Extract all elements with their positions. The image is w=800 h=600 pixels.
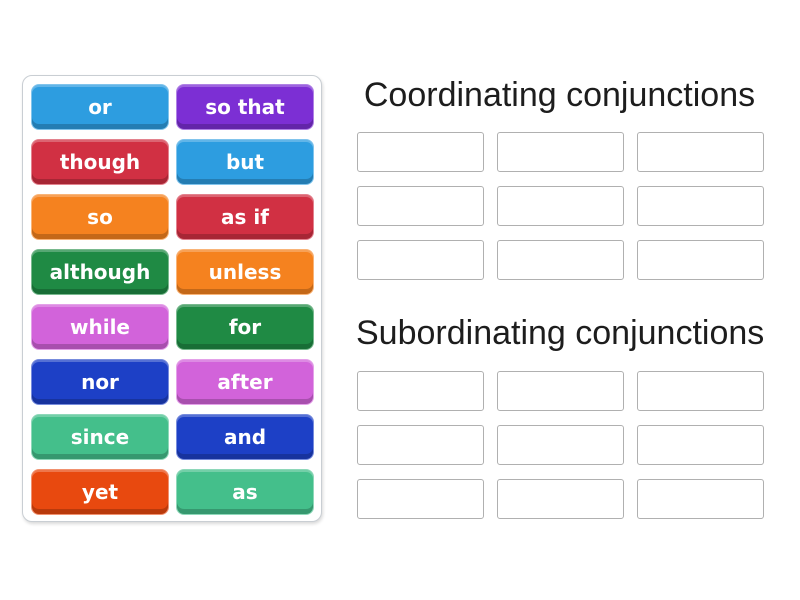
drop-slot[interactable]: [497, 132, 624, 172]
drop-slot[interactable]: [637, 425, 764, 465]
drop-slot[interactable]: [357, 132, 484, 172]
drop-slot[interactable]: [497, 371, 624, 411]
drop-zone-subordinating: [357, 371, 764, 519]
word-tile[interactable]: as: [176, 469, 314, 515]
group-title-subordinating: Subordinating conjunctions: [356, 314, 765, 352]
word-tile[interactable]: so: [31, 194, 169, 240]
word-tile[interactable]: or: [31, 84, 169, 130]
word-tile[interactable]: while: [31, 304, 169, 350]
drop-slot[interactable]: [357, 186, 484, 226]
word-tile[interactable]: after: [176, 359, 314, 405]
word-tile[interactable]: and: [176, 414, 314, 460]
word-tile[interactable]: as if: [176, 194, 314, 240]
drop-slot[interactable]: [637, 132, 764, 172]
drop-slot[interactable]: [637, 186, 764, 226]
word-tile[interactable]: for: [176, 304, 314, 350]
word-tile[interactable]: unless: [176, 249, 314, 295]
group-title-coordinating: Coordinating conjunctions: [363, 76, 756, 114]
drop-slot[interactable]: [357, 240, 484, 280]
drop-slot[interactable]: [637, 240, 764, 280]
drop-slot[interactable]: [637, 479, 764, 519]
drop-slot[interactable]: [357, 479, 484, 519]
word-tile[interactable]: nor: [31, 359, 169, 405]
drop-slot[interactable]: [497, 479, 624, 519]
word-tile[interactable]: since: [31, 414, 169, 460]
word-tile[interactable]: although: [31, 249, 169, 295]
word-tile[interactable]: but: [176, 139, 314, 185]
drop-slot[interactable]: [357, 371, 484, 411]
drop-slot[interactable]: [497, 240, 624, 280]
word-tile[interactable]: though: [31, 139, 169, 185]
drop-zone-coordinating: [357, 132, 764, 280]
drop-slot[interactable]: [497, 425, 624, 465]
drop-slot[interactable]: [637, 371, 764, 411]
drop-slot[interactable]: [497, 186, 624, 226]
word-tile[interactable]: so that: [176, 84, 314, 130]
word-tile[interactable]: yet: [31, 469, 169, 515]
drop-slot[interactable]: [357, 425, 484, 465]
